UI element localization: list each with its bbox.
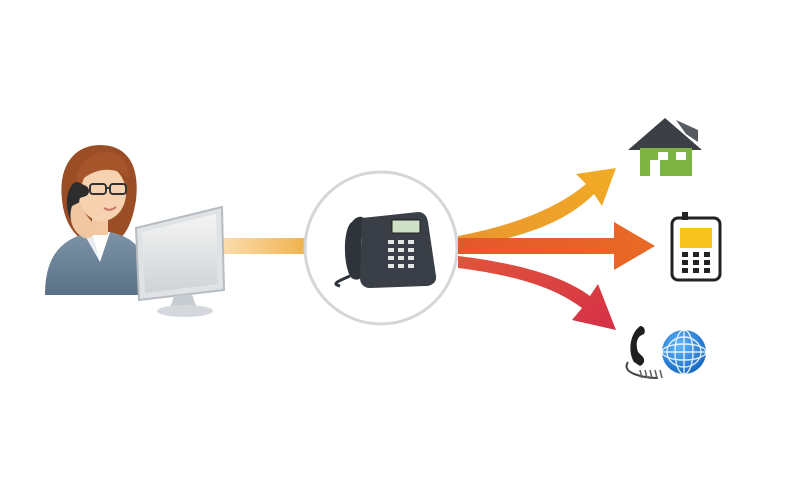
globe-phone-icon xyxy=(625,326,707,379)
arrow-to-mobile xyxy=(458,222,655,270)
desk-ip-phone-icon xyxy=(334,212,437,288)
arrow-to-home xyxy=(458,168,616,248)
arrow-to-internet-phone xyxy=(458,256,616,330)
house-icon xyxy=(628,118,702,176)
person-with-phone-icon xyxy=(45,145,150,295)
computer-monitor-icon xyxy=(134,205,226,317)
connector-line xyxy=(222,238,306,254)
mobile-phone-icon xyxy=(670,212,722,282)
